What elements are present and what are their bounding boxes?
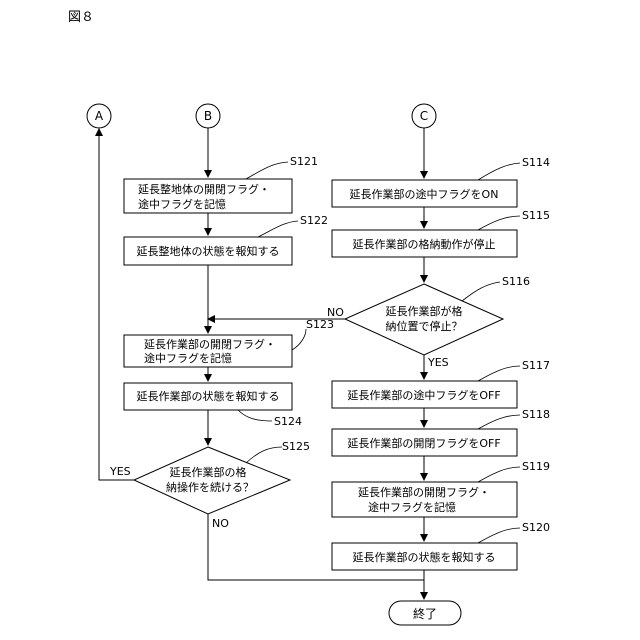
step-s124-id: S124	[274, 415, 302, 428]
step-s124-leader	[238, 410, 272, 421]
step-s121-id: S121	[290, 155, 318, 168]
branch-s125-no: NO	[212, 517, 229, 530]
step-s115-leader	[478, 216, 520, 230]
step-s122-id: S122	[300, 214, 328, 227]
decision-s125-line2: 納操作を続ける？	[166, 480, 254, 494]
step-s120-leader	[478, 528, 520, 543]
step-s115: 延長作業部の格納動作が停止 S115	[332, 209, 550, 257]
decision-s125: 延長作業部の格 納操作を続ける？ S125	[134, 440, 310, 514]
step-s115-text: 延長作業部の格納動作が停止	[353, 237, 496, 251]
step-s124-text: 延長作業部の状態を報知する	[137, 389, 280, 403]
step-s123-leader	[292, 329, 306, 350]
decision-s116-line1: 延長作業部が格	[386, 304, 463, 318]
decision-s125-id: S125	[282, 440, 310, 453]
step-s117-leader	[478, 366, 520, 381]
step-s121-leader	[246, 162, 288, 179]
decision-s116: 延長作業部が格 納位置で停止？ S116	[345, 275, 530, 355]
end-label: 終了	[413, 606, 437, 621]
step-s120-id: S120	[522, 521, 550, 534]
step-s119-line2: 途中フラグを記憶	[368, 500, 456, 514]
step-s118-text: 延長作業部の開閉フラグをOFF	[347, 436, 500, 450]
step-s114: 延長作業部の途中フラグをON S114	[332, 156, 550, 207]
step-s119-id: S119	[522, 460, 550, 473]
step-s122-leader	[258, 221, 298, 237]
step-s114-text: 延長作業部の途中フラグをON	[350, 187, 499, 201]
step-s124: 延長作業部の状態を報知する S124	[124, 383, 302, 428]
step-s118-id: S118	[522, 408, 550, 421]
decision-s125-leader	[246, 447, 282, 463]
step-s123-line1: 延長作業部の開閉フラグ・	[144, 337, 276, 351]
step-s121-line2: 途中フラグを記憶	[138, 197, 226, 211]
decision-s116-leader	[462, 282, 500, 301]
step-s117-text: 延長作業部の途中フラグをOFF	[347, 388, 500, 402]
connector-a: A	[87, 104, 111, 128]
step-s118: 延長作業部の開閉フラグをOFF S118	[332, 408, 550, 456]
step-s117-id: S117	[522, 359, 550, 372]
connector-a-label: A	[95, 109, 104, 123]
step-s119-leader	[478, 467, 520, 482]
branch-s116-yes: YES	[427, 356, 449, 369]
step-s121-line1: 延長整地体の開閉フラグ・	[138, 182, 270, 196]
connector-c: C	[412, 104, 436, 128]
step-s122: 延長整地体の状態を報知する S122	[124, 214, 328, 265]
step-s122-text: 延長整地体の状態を報知する	[137, 244, 280, 258]
step-s123-id: S123	[306, 318, 334, 331]
step-s120: 延長作業部の状態を報知する S120	[332, 521, 550, 570]
branch-s125-yes: YES	[109, 465, 131, 478]
connector-c-label: C	[420, 109, 428, 123]
connector-b-label: B	[204, 109, 212, 123]
connector-b: B	[196, 104, 220, 128]
step-s114-id: S114	[522, 156, 550, 169]
decision-s116-line2: 納位置で停止？	[386, 319, 463, 333]
end-terminal: 終了	[389, 601, 461, 625]
step-s123-line2: 途中フラグを記憶	[144, 351, 232, 365]
step-s120-text: 延長作業部の状態を報知する	[353, 550, 496, 564]
step-s119: 延長作業部の開閉フラグ・ 途中フラグを記憶 S119	[332, 460, 550, 517]
step-s121: 延長整地体の開閉フラグ・ 途中フラグを記憶 S121	[124, 155, 318, 213]
decision-s116-id: S116	[502, 275, 530, 288]
branch-s116-no: NO	[327, 306, 344, 319]
step-s123: 延長作業部の開閉フラグ・ 途中フラグを記憶 S123	[124, 318, 334, 367]
step-s115-id: S115	[522, 209, 550, 222]
step-s118-leader	[478, 415, 520, 429]
step-s119-line1: 延長作業部の開閉フラグ・	[358, 485, 490, 499]
decision-s125-line1: 延長作業部の格	[170, 465, 247, 479]
step-s114-leader	[478, 163, 520, 180]
